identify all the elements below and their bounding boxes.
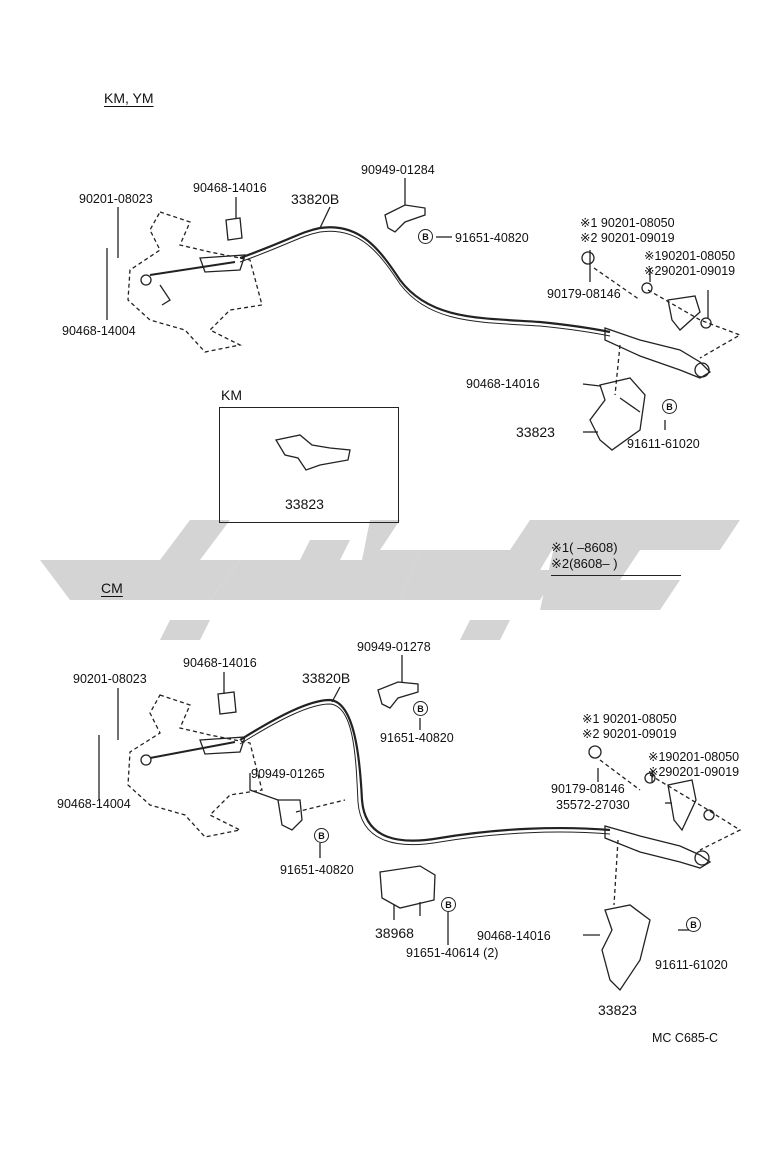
top-part-33823: 33823 bbox=[516, 424, 555, 440]
top-left-bracket bbox=[127, 211, 263, 353]
bottom-part-38968: 38968 bbox=[375, 925, 414, 941]
bottom-part-90468-14004: 90468-14004 bbox=[57, 797, 131, 811]
legend-range-1: ( –8608) bbox=[569, 540, 618, 555]
legend-mark-1: ※1 bbox=[551, 540, 570, 555]
top-part-91611-61020: 91611-61020 bbox=[627, 437, 700, 451]
bottom-bolt-b-3: B bbox=[441, 897, 456, 912]
top-part-s1-90201-08050-a: ※1 90201-08050 bbox=[580, 216, 675, 230]
top-clip-a bbox=[225, 217, 243, 241]
top-clamp-90949 bbox=[384, 204, 426, 233]
top-part-90468-14016: 90468-14016 bbox=[193, 181, 267, 195]
legend-row-2: ※2(8608– ) bbox=[551, 556, 681, 572]
bottom-part-35572-27030: 35572-27030 bbox=[556, 798, 630, 812]
bottom-clamp-90949-01265 bbox=[277, 799, 303, 831]
bottom-part-90468-14016-b: 90468-14016 bbox=[477, 929, 551, 943]
top-cable-33820b bbox=[239, 226, 611, 334]
top-part-90179-08146: 90179-08146 bbox=[547, 287, 621, 301]
bottom-part-90201-08023: 90201-08023 bbox=[73, 672, 147, 686]
bottom-part-90179-08146: 90179-08146 bbox=[551, 782, 625, 796]
top-bracket-33823 bbox=[589, 377, 646, 451]
top-bolt-b-1: B bbox=[418, 229, 433, 244]
bottom-part-91651-40820-a: 91651-40820 bbox=[380, 731, 454, 745]
top-part-90468-14016-b: 90468-14016 bbox=[466, 377, 540, 391]
top-part-s2-90201-09019-b: ※290201-09019 bbox=[644, 264, 736, 278]
top-part-91651-40820: 91651-40820 bbox=[455, 231, 529, 245]
bottom-part-s2-90201-09019-a: ※2 90201-09019 bbox=[582, 727, 677, 741]
legend-row-1: ※1( –8608) bbox=[551, 540, 681, 556]
bottom-bolt-b-1: B bbox=[413, 701, 428, 716]
bottom-bolt-b-4: B bbox=[686, 917, 701, 932]
top-part-90201-08023: 90201-08023 bbox=[79, 192, 153, 206]
figure-code: MC C685-C bbox=[652, 1031, 718, 1045]
inset-bracket-33823 bbox=[274, 434, 351, 471]
bottom-bolt-b-2: B bbox=[314, 828, 329, 843]
top-part-s1-90201-08050-b: ※190201-08050 bbox=[644, 249, 736, 263]
inset-title: KM bbox=[221, 387, 242, 403]
bottom-clamp-90949-01278 bbox=[377, 681, 419, 709]
top-part-90468-14004: 90468-14004 bbox=[62, 324, 136, 338]
bottom-part-s1-90201-08050-a: ※1 90201-08050 bbox=[582, 712, 677, 726]
bottom-part-33823: 33823 bbox=[598, 1002, 637, 1018]
section-title-km-ym: KM, YM bbox=[104, 90, 154, 106]
bottom-bracket-33823 bbox=[601, 904, 651, 992]
legend-mark-2: ※2 bbox=[551, 556, 570, 571]
bottom-block-38968 bbox=[379, 865, 436, 909]
bottom-part-91611-61020: 91611-61020 bbox=[655, 958, 728, 972]
bottom-part-90949-01278: 90949-01278 bbox=[357, 640, 431, 654]
serial-legend: ※1( –8608) ※2(8608– ) bbox=[551, 540, 681, 576]
bottom-left-bracket bbox=[127, 694, 263, 838]
section-title-cm: CM bbox=[101, 580, 123, 596]
legend-range-2: (8608– ) bbox=[569, 556, 618, 571]
bottom-part-33820b: 33820B bbox=[302, 670, 351, 686]
inset-part-33823: 33823 bbox=[285, 496, 324, 512]
watermark-logo bbox=[40, 520, 740, 640]
bottom-part-91651-40614: 91651-40614 (2) bbox=[406, 946, 499, 960]
km-inset-box bbox=[219, 407, 399, 523]
bottom-part-s1-90201-08050-b: ※190201-08050 bbox=[648, 750, 740, 764]
bottom-part-90949-01265: 90949-01265 bbox=[251, 767, 325, 781]
bottom-cable-33820b bbox=[239, 698, 611, 842]
top-part-33820b: 33820B bbox=[291, 191, 340, 207]
bottom-part-91651-40820-b: 91651-40820 bbox=[280, 863, 354, 877]
top-bolt-b-2: B bbox=[662, 399, 677, 414]
bottom-part-90468-14016: 90468-14016 bbox=[183, 656, 257, 670]
bottom-part-s2-90201-09019-b: ※290201-09019 bbox=[648, 765, 740, 779]
top-part-s2-90201-09019-a: ※2 90201-09019 bbox=[580, 231, 675, 245]
top-part-90949-01284: 90949-01284 bbox=[361, 163, 435, 177]
